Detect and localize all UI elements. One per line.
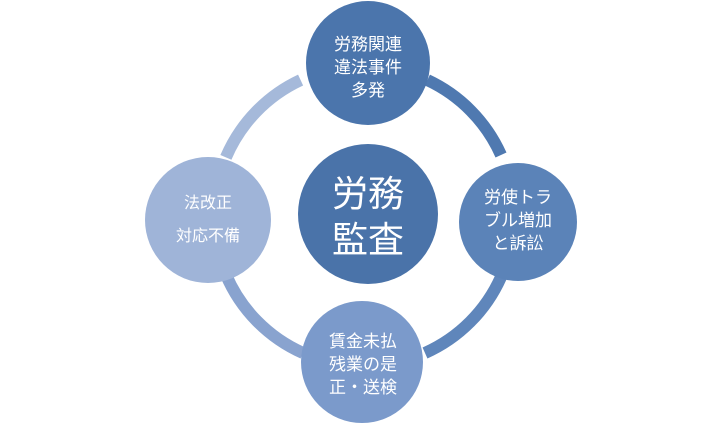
center-label-line-2: 監査 [332,220,404,261]
left-label-line-2: 対応不備 [176,226,240,245]
arc-left-to-top [220,74,304,160]
bottom-label-line-1: 賃金未払 [329,332,397,352]
node-labor-violations: 労務関連 違法事件 多発 [306,1,430,125]
arc-top-to-right [424,74,507,158]
top-circle [306,1,430,125]
center-circle [298,144,438,284]
right-label-line-3: と訴訟 [493,234,544,254]
bottom-label-line-2: 残業の是 [329,355,397,375]
center-label-line-1: 労務 [332,174,404,215]
right-label-line-1: 労使トラ [484,187,552,208]
bottom-circle [301,301,423,423]
left-label-line-1: 法改正 [184,193,232,212]
left-circle [145,157,271,283]
arc-bottom-to-left [220,272,306,359]
right-circle [459,163,577,281]
top-label-line-1: 労務関連 [334,35,402,55]
top-label-line-2: 違法事件 [334,58,402,78]
right-label-line-2: ブル増加 [484,210,552,231]
arc-right-to-bottom [422,274,507,359]
bottom-label-line-3: 正・送検 [329,378,397,398]
node-law-revision: 法改正 対応不備 [145,157,271,283]
node-unpaid-wages: 賃金未払 残業の是 正・送検 [301,301,423,423]
center-node: 労務 監査 [298,144,438,284]
top-label-line-3: 多発 [351,81,385,101]
cycle-ring [220,74,507,359]
node-labor-disputes: 労使トラ ブル増加 と訴訟 [459,163,577,281]
